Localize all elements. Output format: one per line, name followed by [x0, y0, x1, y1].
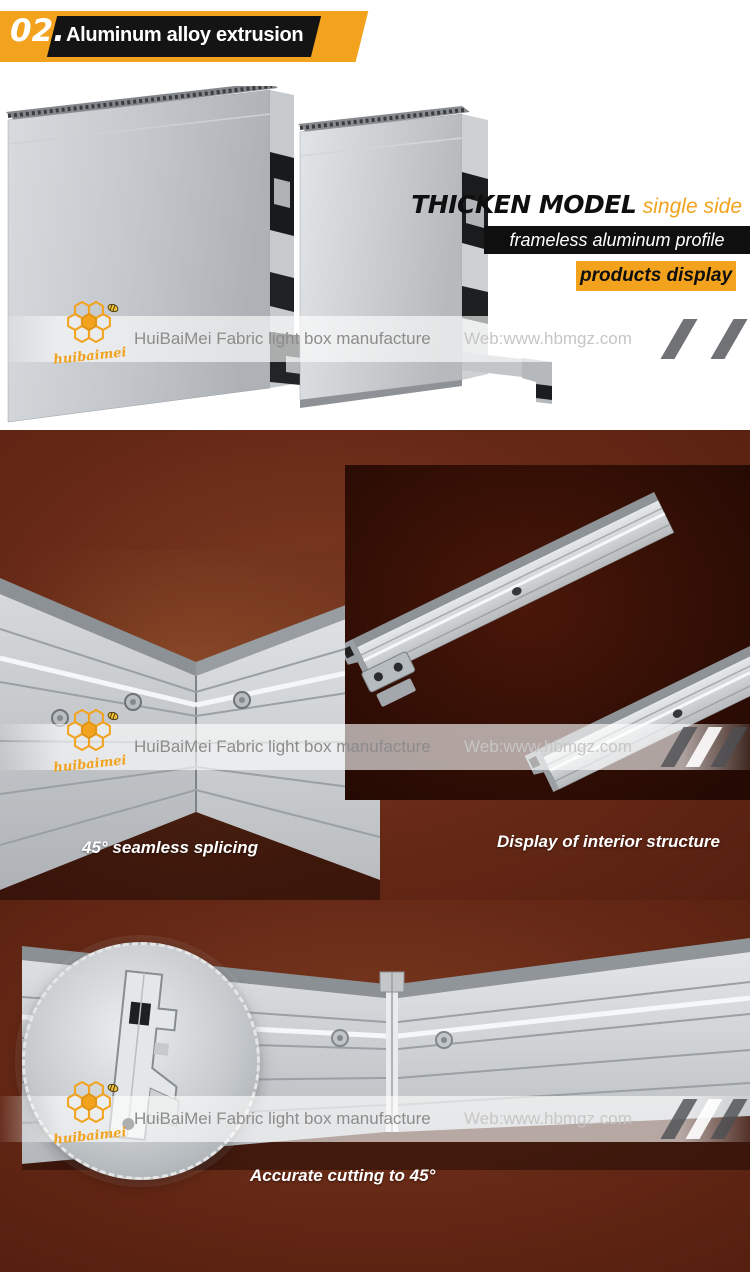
section-profile-display: THICKEN MODEL single side frameless alum… [0, 86, 750, 430]
honeycomb-logo-icon [67, 1081, 119, 1123]
headline: THICKEN MODEL single side [411, 190, 742, 219]
profile-b [298, 106, 552, 408]
extrusion-profiles-photo [6, 86, 552, 423]
caption-interior-structure: Display of interior structure [497, 832, 720, 851]
subheadline-text: frameless aluminum profile [509, 230, 725, 250]
stripes-icon [660, 319, 748, 359]
section-cutting: huibaimei HuiBaiMei Fabric light box man… [0, 900, 750, 1272]
honeycomb-logo: huibaimei [48, 709, 132, 776]
bee-icon [107, 1083, 119, 1093]
watermark-web: Web:www.hbmgz.com [464, 329, 632, 348]
watermark-band [0, 1096, 750, 1142]
corner-connector [361, 651, 416, 707]
stripes-icon [660, 727, 748, 767]
honeycomb-logo-icon [67, 709, 119, 751]
honeycomb-logo: huibaimei [48, 1081, 132, 1148]
section-splicing: huibaimei HuiBaiMei Fabric light box man… [0, 430, 750, 900]
watermark-band [0, 316, 750, 362]
watermark-brand: HuiBaiMei Fabric light box manufacture [134, 1109, 431, 1128]
watermark: huibaimei HuiBaiMei Fabric light box man… [0, 709, 750, 776]
watermark-web: Web:www.hbmgz.com [464, 737, 632, 756]
header-number: 02. [10, 13, 65, 49]
honeycomb-logo: huibaimei [48, 301, 132, 368]
header-title: Aluminum alloy extrusion [66, 24, 304, 46]
headline-single-side: single side [642, 195, 742, 218]
headline-thicken-model: THICKEN MODEL [411, 190, 637, 219]
header-banner: 02. Aluminum alloy extrusion [0, 0, 750, 86]
products-display-badge: products display [576, 261, 736, 291]
screws [331, 1029, 453, 1049]
honeycomb-logo-icon [67, 301, 119, 343]
stripes-icon [660, 1099, 748, 1139]
watermark: huibaimei HuiBaiMei Fabric light box man… [0, 301, 750, 368]
bee-icon [107, 711, 119, 721]
watermark-web: Web:www.hbmgz.com [464, 1109, 632, 1128]
profile-bar-a [345, 492, 675, 682]
watermark-brand: HuiBaiMei Fabric light box manufacture [134, 329, 431, 348]
screws [51, 691, 251, 727]
watermark: huibaimei HuiBaiMei Fabric light box man… [0, 1081, 750, 1148]
watermark-band [0, 724, 750, 770]
bee-icon [107, 303, 119, 313]
caption-accurate-cutting: Accurate cutting to 45° [250, 1166, 436, 1185]
caption-seamless-splicing: 45° seamless splicing [82, 838, 258, 857]
subheadline-bar: frameless aluminum profile [484, 226, 750, 254]
badge-label: products display [579, 265, 733, 286]
watermark-brand: HuiBaiMei Fabric light box manufacture [134, 737, 431, 756]
